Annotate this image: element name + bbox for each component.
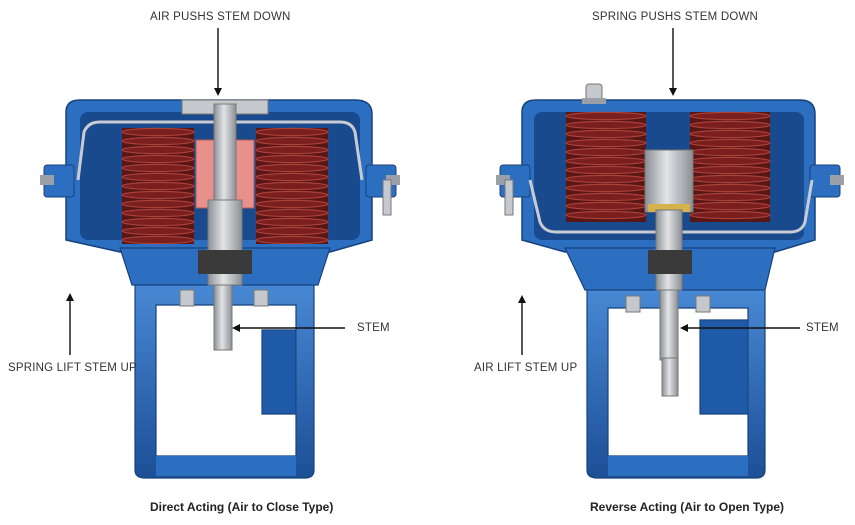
right-caption: Reverse Acting (Air to Open Type) [590,500,785,514]
left-spring-coil [121,163,195,173]
left-bolt-left [40,175,54,185]
left-spring-coil [255,163,329,173]
right-spring-coil [565,120,647,130]
right-spring-coil [565,201,647,211]
right-spring-coil [689,183,771,193]
left-spring-coil [255,199,329,209]
left-spring-coil [121,154,195,164]
left-spring-coil [121,217,195,227]
right-top-bolt [585,83,603,101]
right-spring-coil [689,120,771,130]
left-spring-coil [121,145,195,155]
right-brass-ring [648,204,690,212]
right-clamp-left [504,179,514,216]
right-spring-coil [689,192,771,202]
left-spring-coil [121,199,195,209]
right-spring-coil [689,174,771,184]
right-side-label: AIR LIFT STEM UP [474,362,578,374]
left-stem-upper [213,103,237,205]
right-spring-coil [565,165,647,175]
left-spring-coil [255,190,329,200]
left-spring-coil [255,226,329,236]
left-spring-coil [255,235,329,245]
left-spring-coil [121,181,195,191]
left-spring-coil [255,127,329,137]
right-packing [648,250,692,274]
right-spring-coil [565,183,647,193]
left-spring-coil [121,208,195,218]
left-spring-coil [255,208,329,218]
left-stem-label: STEM [357,322,390,334]
left-bolt-right [386,175,400,185]
right-spring-coil [689,111,771,121]
right-spring-coil [689,210,771,220]
right-stem-tip [661,357,679,397]
left-spring-coil [121,190,195,200]
right-bolt-right [830,175,844,185]
left-side-label: SPRING LIFT STEM UP [8,362,137,374]
right-actuator [496,83,844,479]
left-top-label: AIR PUSHS STEM DOWN [150,11,291,23]
right-top-bolt-base [582,98,606,104]
left-actuator [40,99,400,479]
right-spring-coil [565,138,647,148]
right-spring-coil [689,156,771,166]
left-spring-coil [121,127,195,137]
left-packing [198,250,252,274]
right-yoke-foot [608,456,748,476]
left-spring-coil [255,217,329,227]
left-spring-coil [255,145,329,155]
right-spring-coil [689,165,771,175]
left-stem-lower [213,284,233,351]
right-spring-coil [565,156,647,166]
left-spring-coil [255,154,329,164]
right-nut-left [625,295,641,313]
right-stem-label: STEM [806,322,839,334]
right-spring-coil [689,129,771,139]
left-spring-coil [255,172,329,182]
left-nut-right [253,289,269,307]
right-nut-right [695,295,711,313]
left-spring-coil [121,226,195,236]
right-spring-coil [689,201,771,211]
right-spring-coil [565,192,647,202]
right-bolt-left [496,175,510,185]
right-top-label: SPRING PUSHS STEM DOWN [592,11,759,23]
right-spring-coil [565,129,647,139]
left-spring-coil [255,136,329,146]
right-spring-coil [565,147,647,157]
right-spring-coil [565,174,647,184]
left-spring-coil [255,181,329,191]
right-spring-coil [689,147,771,157]
left-caption: Direct Acting (Air to Close Type) [150,500,334,514]
left-yoke-foot [156,456,296,476]
left-spring-coil [121,172,195,182]
right-center-cylinder [644,149,694,213]
left-clamp-right [382,179,392,216]
right-spring-coil [565,210,647,220]
left-yoke-insert [261,329,297,415]
right-stem-lower [659,289,679,361]
left-spring-coil [121,136,195,146]
right-spring-coil [689,138,771,148]
right-yoke-insert [699,319,749,415]
right-spring-coil [565,111,647,121]
left-spring-coil [121,235,195,245]
left-nut-left [179,289,195,307]
